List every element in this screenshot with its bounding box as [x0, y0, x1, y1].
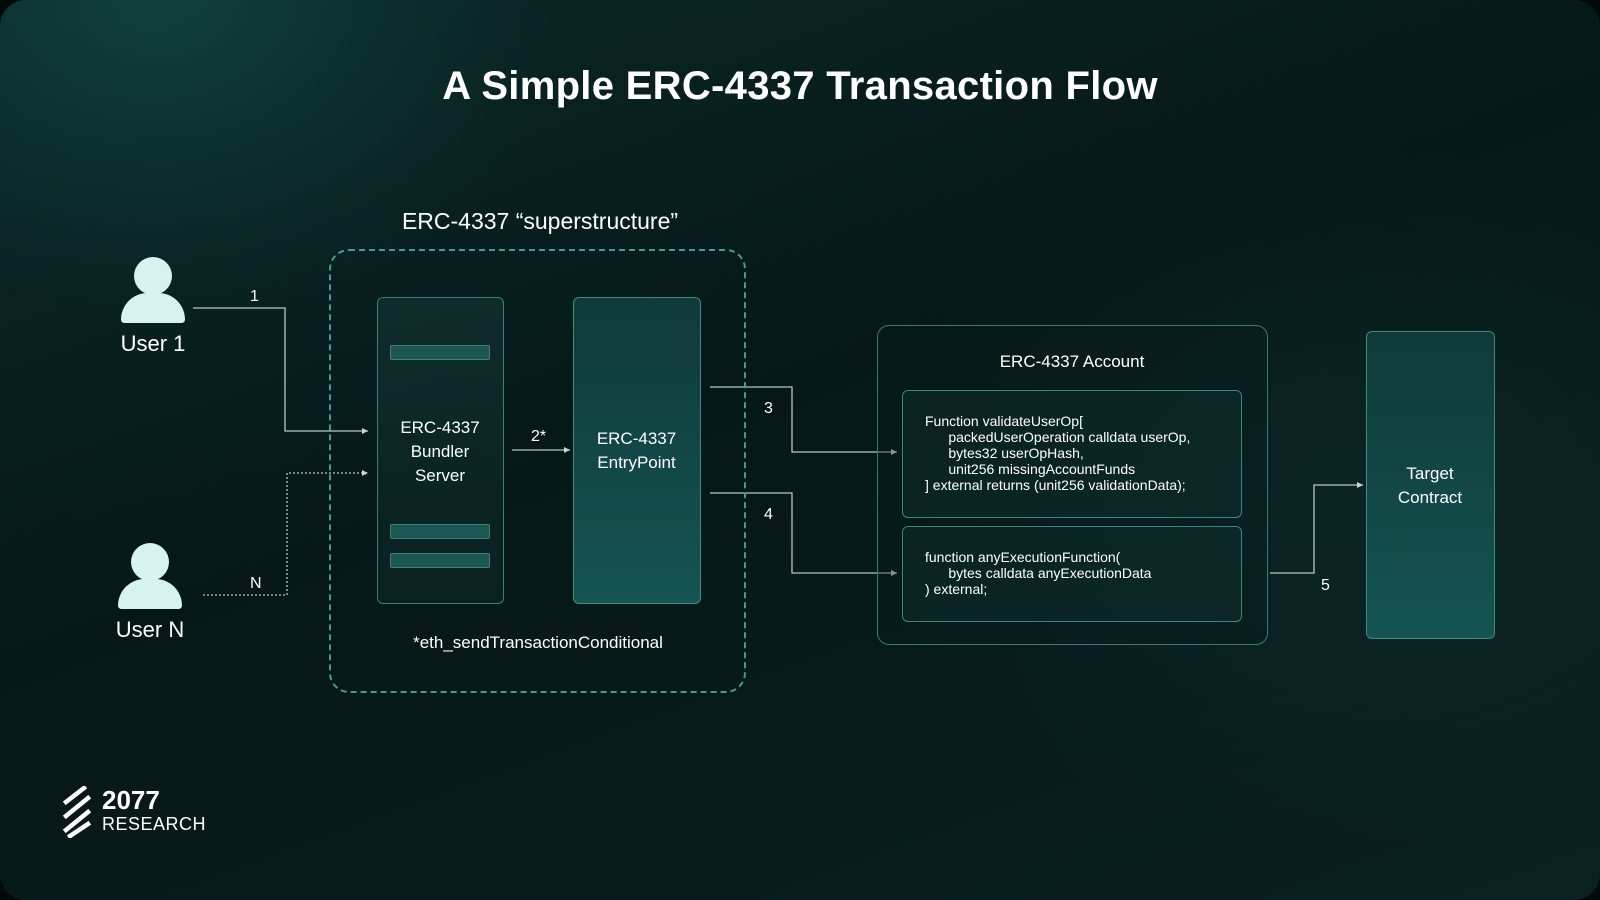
step-label-n: N	[250, 575, 262, 592]
logo-word: RESEARCH	[102, 814, 207, 834]
target-contract-node: Target Contract	[1366, 331, 1495, 639]
bundler-slot	[390, 524, 490, 539]
user-icon-body	[121, 293, 185, 323]
logo-stripes-icon	[62, 786, 92, 838]
execute-function-code: function anyExecutionFunction( bytes cal…	[925, 549, 1152, 597]
superstructure-footnote: *eth_sendTransactionConditional	[413, 633, 663, 652]
user-icon-body	[118, 579, 182, 609]
step-label-3: 3	[764, 400, 773, 417]
bundler-label: ERC-4337 Bundler Server	[400, 418, 480, 485]
target-label: Target Contract	[1397, 464, 1463, 507]
user-icon	[131, 543, 169, 581]
bundler-server-node: ERC-4337 Bundler Server	[377, 297, 504, 604]
bundler-slot	[390, 345, 490, 360]
validate-function-box: Function validateUserOp[ packedUserOpera…	[902, 390, 1242, 518]
diagram-title: A Simple ERC-4337 Transaction Flow	[442, 64, 1158, 108]
superstructure-label: ERC-4337 “superstructure”	[401, 208, 679, 234]
step-label-2: 2*	[531, 428, 547, 445]
user-label: User N	[115, 617, 185, 642]
step-label-5: 5	[1321, 577, 1330, 594]
research-logo: 2077 RESEARCH	[62, 786, 222, 838]
step-label-4: 4	[764, 506, 773, 523]
account-node: ERC-4337 Account Function validateUserOp…	[877, 325, 1268, 645]
entrypoint-node: ERC-4337 EntryPoint	[573, 297, 701, 604]
superstructure-boundary	[329, 249, 746, 693]
bundler-slot	[390, 553, 490, 568]
logo-number: 2077	[102, 785, 160, 815]
validate-function-code: Function validateUserOp[ packedUserOpera…	[925, 413, 1191, 493]
execute-function-box: function anyExecutionFunction( bytes cal…	[902, 526, 1242, 622]
step-label-1: 1	[250, 288, 259, 305]
connector-account-target	[1270, 482, 1363, 574]
user-label: User 1	[120, 331, 186, 356]
entrypoint-label: ERC-4337 EntryPoint	[596, 429, 677, 472]
account-title: ERC-4337 Account	[999, 352, 1145, 371]
user-icon	[134, 257, 172, 295]
